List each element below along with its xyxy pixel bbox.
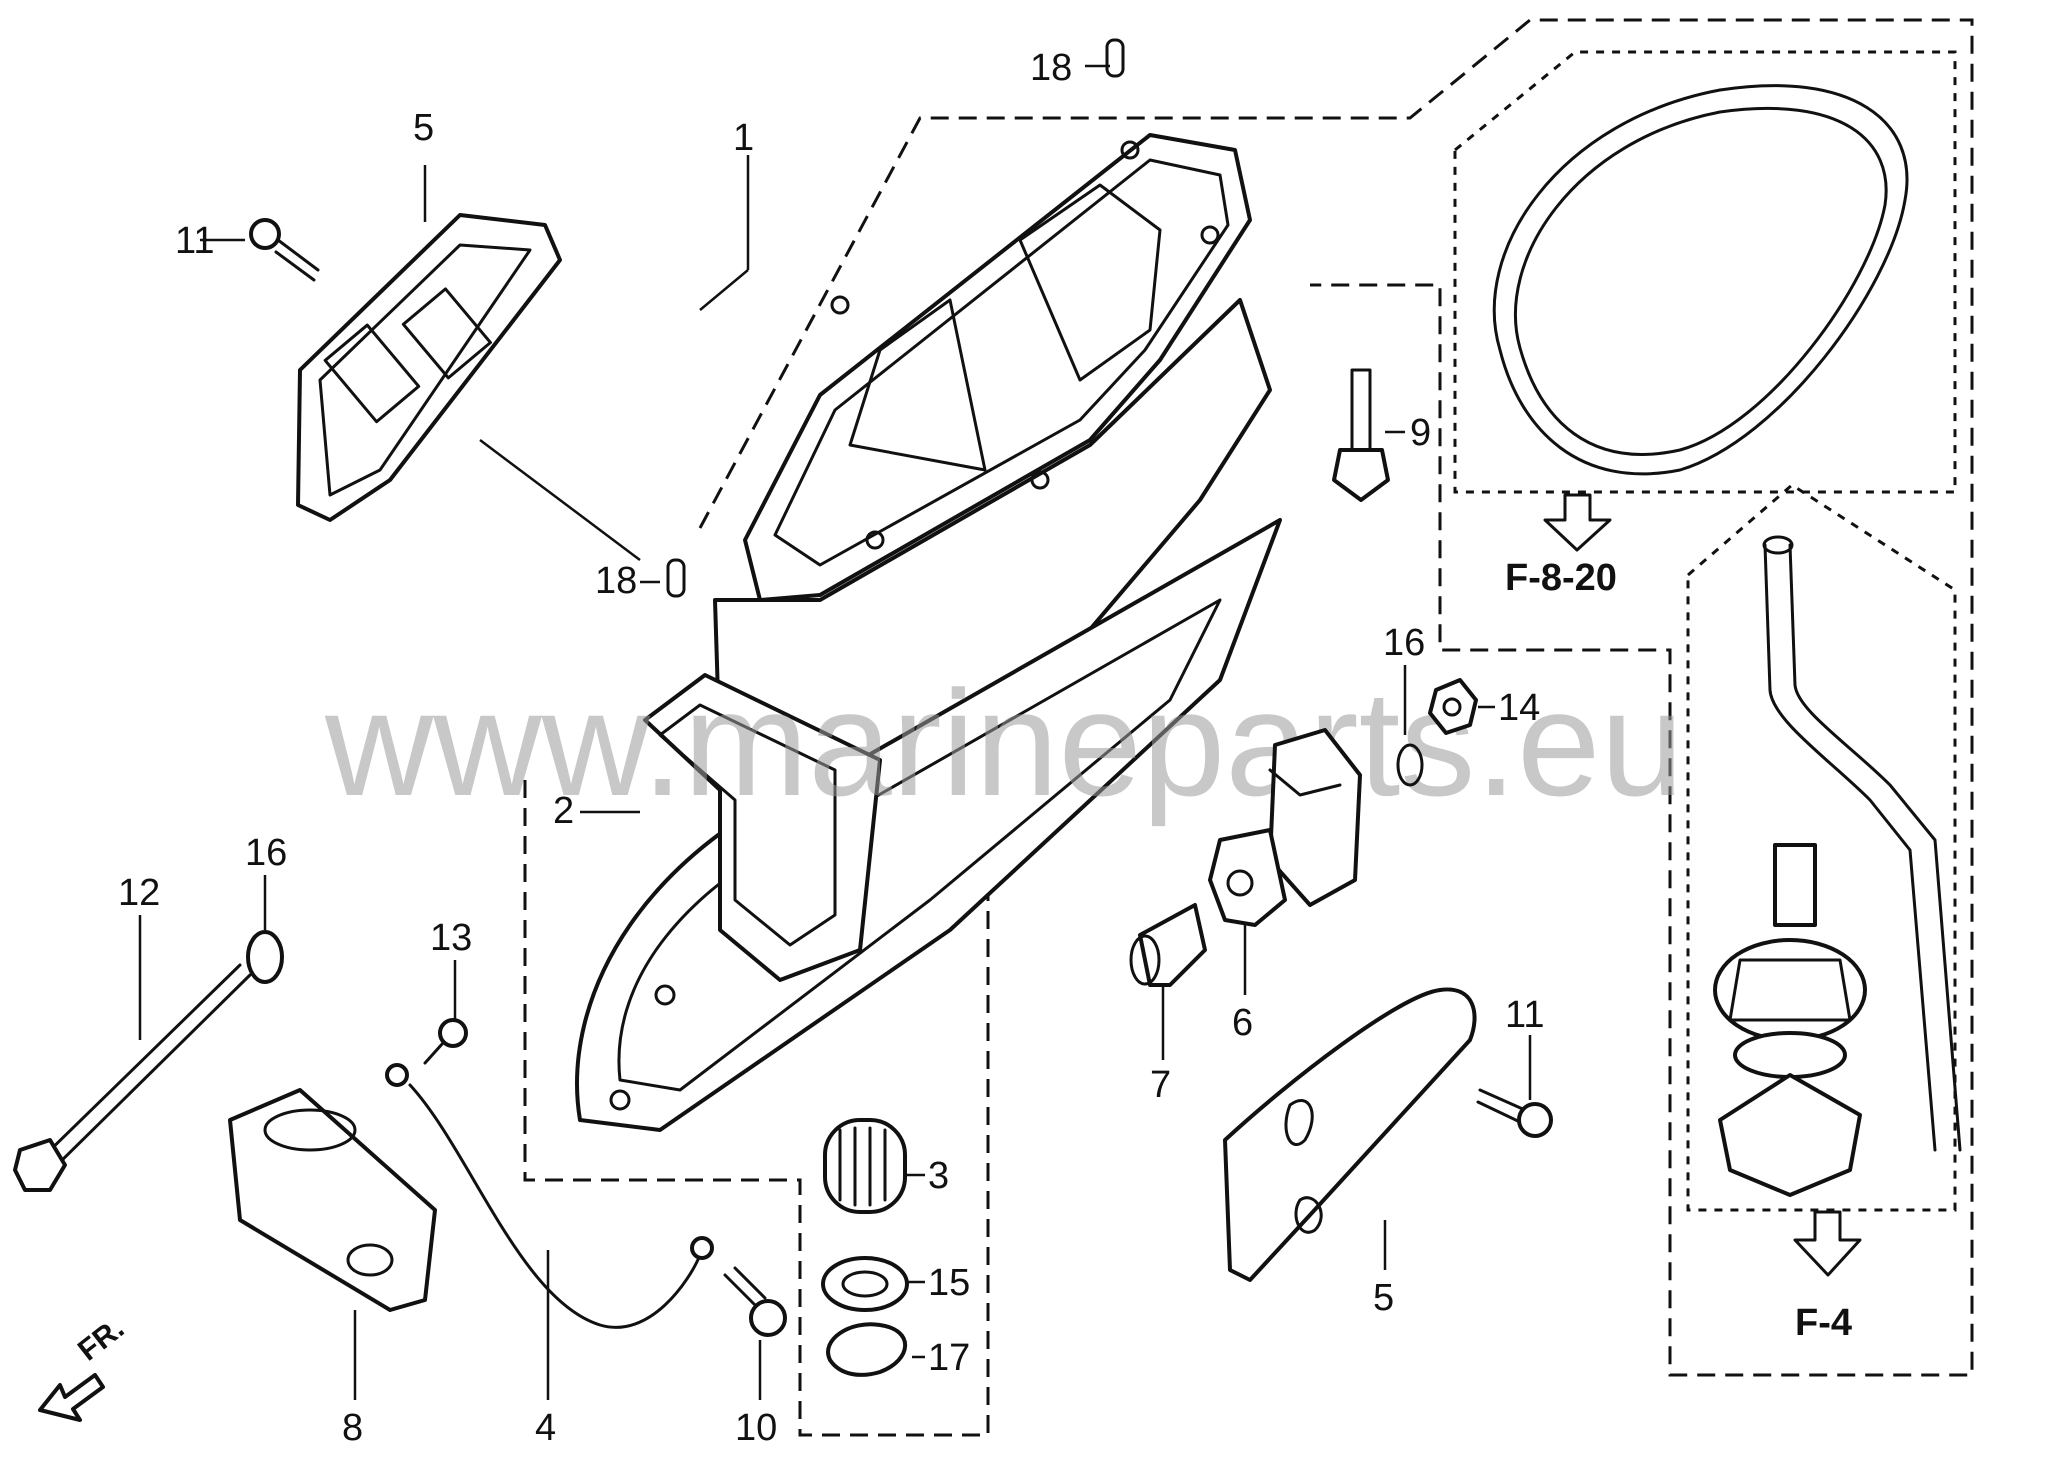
callout-7: 7	[1150, 1064, 1171, 1106]
side-cover-lower[interactable]	[1223, 987, 1477, 1282]
callout-8: 8	[342, 1407, 363, 1449]
callout-14: 14	[1498, 687, 1540, 729]
main-group-outline	[698, 18, 1974, 1377]
callout-6: 6	[1232, 1002, 1253, 1044]
callout-15: 15	[928, 1262, 970, 1304]
water-pump[interactable]	[1713, 843, 1867, 1197]
leader-lines	[138, 64, 1532, 1400]
bolt-9[interactable]	[1332, 368, 1390, 502]
arrow-to-f-4	[1793, 1210, 1862, 1277]
water-tube[interactable]	[1762, 535, 1962, 1152]
bolt-11-upper[interactable]	[249, 218, 320, 282]
callout-2: 2	[553, 790, 574, 832]
callout-11-lower: 11	[1505, 994, 1544, 1036]
callout-5-upper: 5	[413, 107, 434, 149]
callout-18-upper: 18	[1030, 47, 1072, 89]
callout-16-left: 16	[245, 832, 287, 874]
washer-16-right[interactable]	[1396, 743, 1424, 787]
callout-11-upper: 11	[175, 220, 214, 262]
callout-3: 3	[928, 1155, 949, 1197]
seal-loop[interactable]	[1492, 84, 1909, 476]
ground-cable-4[interactable]	[385, 1063, 714, 1329]
nut-14[interactable]	[1428, 678, 1478, 735]
side-cover-upper[interactable]	[296, 213, 562, 522]
callout-10: 10	[735, 1407, 777, 1449]
needle-bearing-3[interactable]	[823, 1118, 907, 1214]
callouts: 1 2 3 4 5 5 6 7 8 9 10 11 11 12 13 14 15…	[118, 47, 1544, 1449]
callout-1: 1	[733, 117, 754, 159]
callout-16-right: 16	[1383, 622, 1425, 664]
group-boundaries	[523, 18, 1974, 1437]
callout-17: 17	[928, 1337, 970, 1379]
ref-label-f-4: F-4	[1795, 1302, 1852, 1344]
collar-7[interactable]	[1129, 903, 1207, 987]
ref-label-f-8-20: F-8-20	[1505, 557, 1617, 599]
front-label: FR.	[72, 1312, 130, 1368]
bolt-13[interactable]	[423, 1018, 468, 1065]
callout-13: 13	[430, 917, 472, 959]
callout-9: 9	[1410, 412, 1431, 454]
bolt-11-lower[interactable]	[1476, 1088, 1553, 1138]
watermark-text: www.marineparts.eu	[324, 659, 1684, 827]
circlip-17[interactable]	[826, 1322, 908, 1377]
long-bolt-12[interactable]	[13, 963, 252, 1192]
arrow-to-f-8-20	[1543, 493, 1612, 552]
callout-18-lower: 18	[595, 560, 637, 602]
callout-5-lower: 5	[1373, 1277, 1394, 1319]
dowel-pin-upper[interactable]	[1105, 38, 1125, 78]
oil-seal-15[interactable]	[821, 1256, 909, 1312]
front-arrow: FR.	[38, 1312, 130, 1422]
dowel-pin-lower[interactable]	[666, 558, 686, 598]
mount-rubber[interactable]	[1208, 728, 1362, 927]
callout-12: 12	[118, 872, 160, 914]
bolt-10[interactable]	[723, 1266, 787, 1337]
bracket-8[interactable]	[228, 1088, 437, 1312]
lower-mount-plate[interactable]	[575, 518, 1282, 1132]
washer-16-left[interactable]	[246, 930, 284, 984]
seal-group-outline	[1453, 50, 1957, 494]
callout-4: 4	[535, 1407, 556, 1449]
pump-group-outline	[1686, 483, 1957, 1212]
